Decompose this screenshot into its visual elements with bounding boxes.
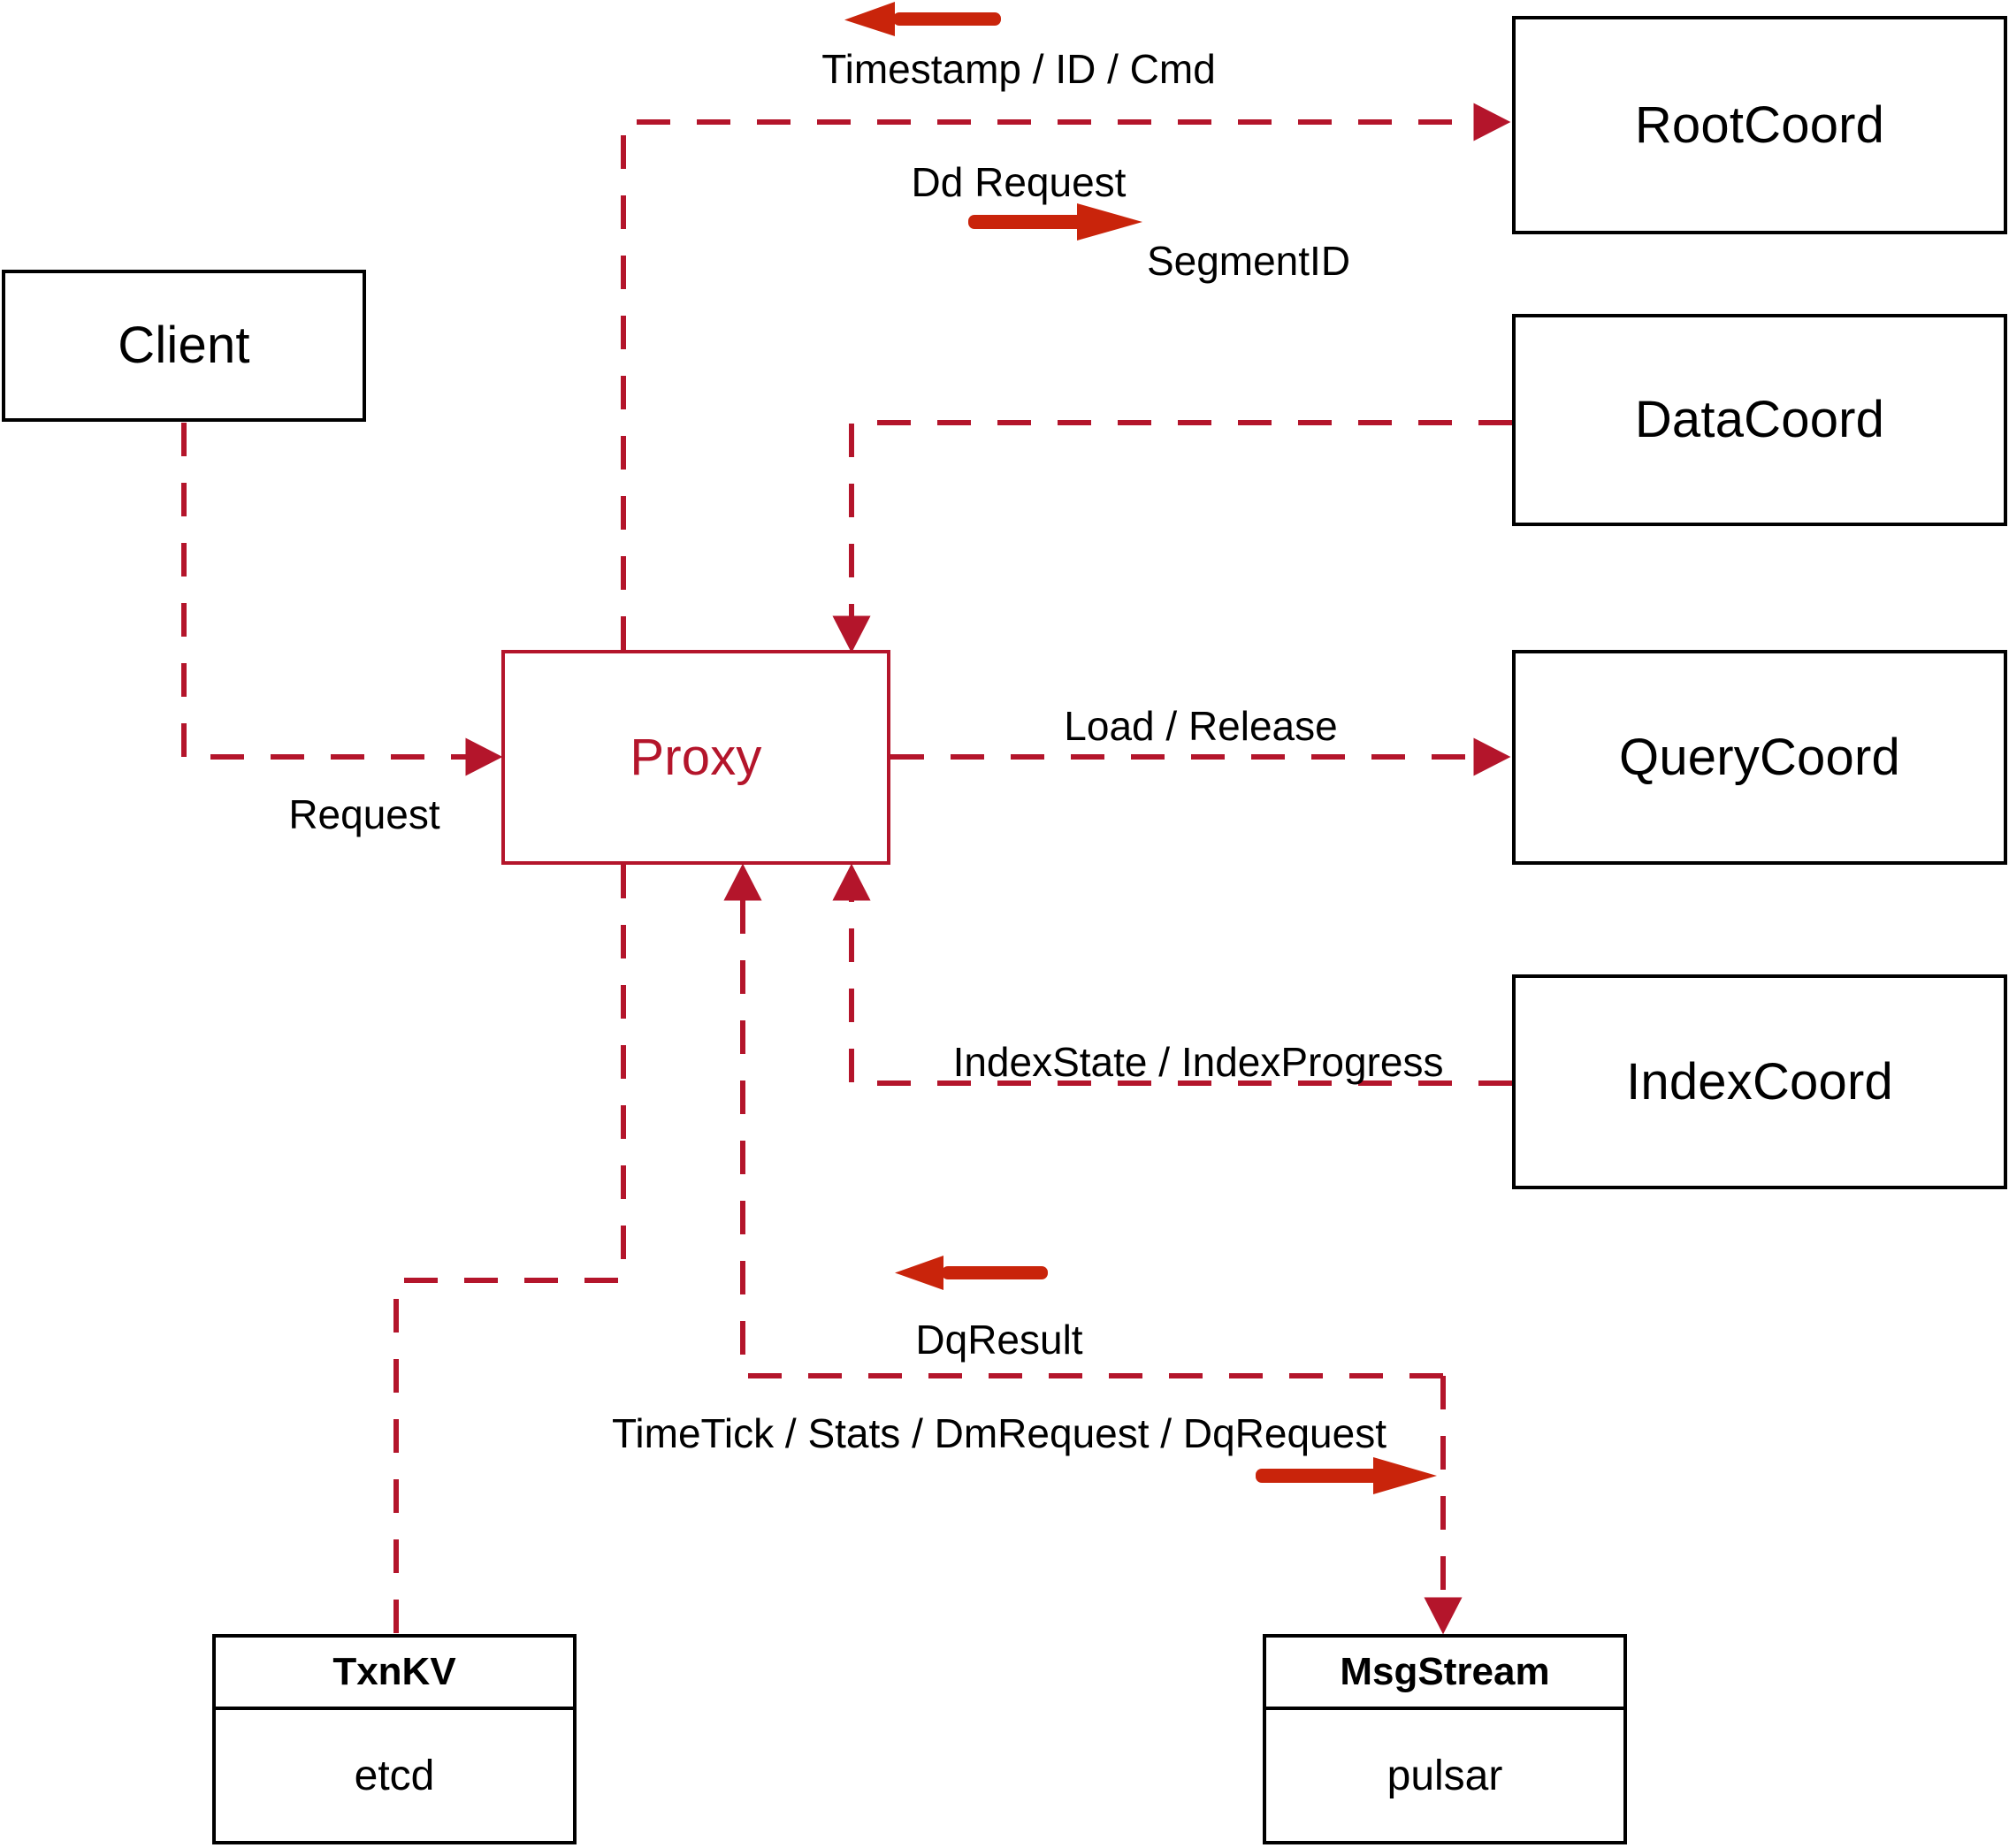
edge-label-timetick-stats: TimeTick / Stats / DmRequest / DqRequest bbox=[612, 1410, 1386, 1456]
edge-label-dq-result: DqResult bbox=[915, 1317, 1083, 1363]
wire-client-proxy bbox=[181, 423, 503, 776]
node-txnkv-header: TxnKV bbox=[216, 1638, 573, 1710]
node-datacoord[interactable]: DataCoord bbox=[1512, 314, 2007, 526]
node-proxy-label: Proxy bbox=[630, 728, 762, 786]
edge-label-index-state: IndexState / IndexProgress bbox=[952, 1039, 1444, 1085]
node-txnkv-body: etcd bbox=[216, 1710, 573, 1841]
arrow-timestamp-id-cmd-icon bbox=[844, 2, 1001, 36]
node-msgstream-body: pulsar bbox=[1266, 1710, 1623, 1841]
node-txnkv[interactable]: TxnKV etcd bbox=[212, 1634, 577, 1844]
node-msgstream[interactable]: MsgStream pulsar bbox=[1263, 1634, 1627, 1844]
edge-label-load-release: Load / Release bbox=[1064, 703, 1338, 749]
arrow-dq-result-icon bbox=[895, 1256, 1048, 1290]
node-indexcoord[interactable]: IndexCoord bbox=[1512, 974, 2007, 1189]
edge-label-request: Request bbox=[288, 791, 440, 837]
node-proxy[interactable]: Proxy bbox=[501, 650, 890, 865]
node-querycoord[interactable]: QueryCoord bbox=[1512, 650, 2007, 865]
node-rootcoord-label: RootCoord bbox=[1634, 95, 1885, 154]
node-txnkv-implementation: etcd bbox=[354, 1752, 435, 1799]
node-msgstream-header: MsgStream bbox=[1266, 1638, 1623, 1710]
edge-label-timestamp-id-cmd: Timestamp / ID / Cmd bbox=[821, 46, 1216, 92]
node-msgstream-label: MsgStream bbox=[1340, 1650, 1550, 1693]
node-client-label: Client bbox=[118, 317, 250, 374]
node-indexcoord-label: IndexCoord bbox=[1626, 1052, 1893, 1111]
edge-label-dd-request: Dd Request bbox=[911, 159, 1127, 205]
wire-proxy-txnkv bbox=[393, 865, 626, 1634]
node-rootcoord[interactable]: RootCoord bbox=[1512, 16, 2007, 234]
node-client[interactable]: Client bbox=[2, 270, 366, 422]
wire-msgstream-proxy bbox=[723, 863, 1443, 1378]
node-querycoord-label: QueryCoord bbox=[1619, 728, 1900, 786]
wire-datacoord-proxy bbox=[832, 420, 1512, 653]
node-txnkv-label: TxnKV bbox=[332, 1650, 456, 1693]
arrow-timetick-icon bbox=[1256, 1457, 1437, 1494]
edge-label-segmentid: SegmentID bbox=[1146, 238, 1351, 284]
node-msgstream-implementation: pulsar bbox=[1386, 1752, 1503, 1799]
node-datacoord-label: DataCoord bbox=[1634, 391, 1885, 448]
arrow-dd-request-icon bbox=[968, 203, 1142, 241]
